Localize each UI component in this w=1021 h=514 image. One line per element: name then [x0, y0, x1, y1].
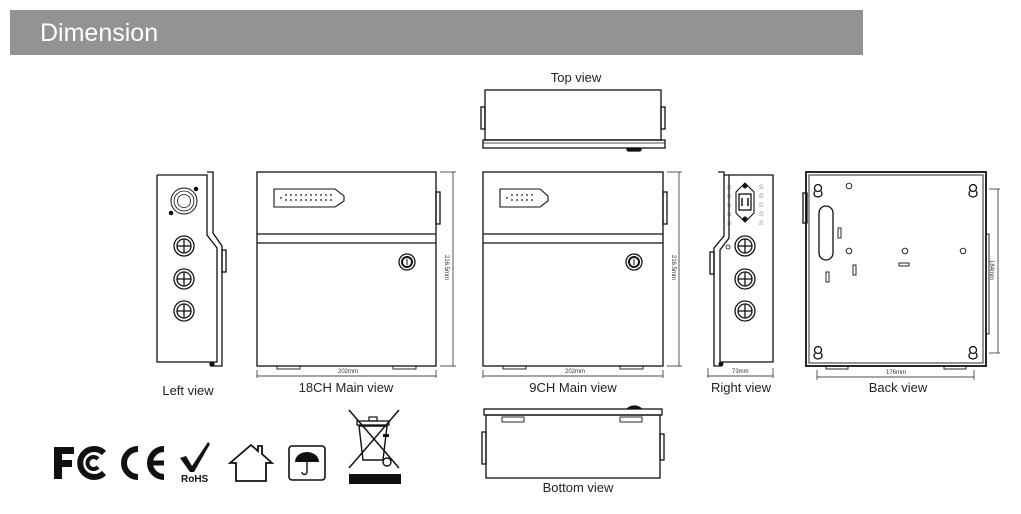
section-header: Dimension	[10, 10, 863, 55]
rohs-logo: RoHS	[178, 440, 214, 489]
right-view-label: Right view	[711, 380, 771, 395]
left-view-label: Left view	[162, 383, 214, 398]
main18-view-label: 18CH Main view	[298, 380, 394, 395]
lock-icon	[625, 253, 643, 271]
svg-text:☆: ☆	[758, 219, 764, 227]
fan-icon	[168, 186, 199, 216]
top-view-drawing	[480, 89, 666, 152]
crossed-bin-icon	[345, 408, 405, 493]
main18-height-dim: 216.5mm	[443, 255, 449, 281]
back-view-drawing	[802, 171, 1000, 380]
svg-text:☆: ☆	[758, 201, 764, 209]
main9-width-dim: 202mm	[565, 369, 586, 375]
svg-text:☆: ☆	[726, 192, 732, 200]
terminal-dots-9	[506, 194, 533, 201]
back-width-dim: 176mm	[886, 370, 907, 376]
top-view-label: Top view	[550, 70, 602, 85]
main18-view-drawing	[256, 171, 456, 378]
svg-text:☆: ☆	[758, 183, 764, 191]
cable-gland-icon	[734, 235, 756, 322]
lock-icon	[398, 253, 416, 271]
led-indicators: ☆ ☆ ☆ ☆ ☆ ☆ ☆ ☆ ☆ ☆	[726, 183, 764, 227]
main9-view-label: 9CH Main view	[529, 380, 617, 395]
ce-logo	[118, 445, 170, 486]
terminal-dots-18	[280, 194, 332, 201]
main9-height-dim: 216.5mm	[670, 255, 676, 281]
cable-gland-icon	[173, 235, 195, 322]
svg-text:☆: ☆	[726, 183, 732, 191]
svg-text:☆: ☆	[726, 201, 732, 209]
back-height-dim: 184mm	[988, 260, 994, 281]
svg-text:☆: ☆	[758, 210, 764, 218]
right-depth-dim: 73mm	[732, 369, 749, 375]
iec-power-socket-icon	[735, 182, 755, 223]
keyhole-mount-icon	[813, 183, 978, 360]
main18-width-dim: 202mm	[338, 369, 359, 375]
fcc-logo	[52, 445, 112, 486]
rohs-text: RoHS	[181, 474, 209, 484]
bottom-view-label: Bottom view	[542, 480, 614, 495]
left-view-drawing	[156, 171, 227, 367]
main9-view-drawing	[482, 171, 682, 378]
svg-text:☆: ☆	[758, 192, 764, 200]
house-icon	[227, 443, 275, 488]
right-view-drawing: ☆ ☆ ☆ ☆ ☆ ☆ ☆ ☆ ☆ ☆	[707, 171, 774, 378]
svg-text:☆: ☆	[726, 219, 732, 227]
bottom-view-drawing	[481, 405, 665, 479]
umbrella-icon	[288, 445, 326, 486]
section-title: Dimension	[40, 19, 159, 47]
back-view-label: Back view	[868, 380, 928, 395]
svg-text:☆: ☆	[726, 210, 732, 218]
